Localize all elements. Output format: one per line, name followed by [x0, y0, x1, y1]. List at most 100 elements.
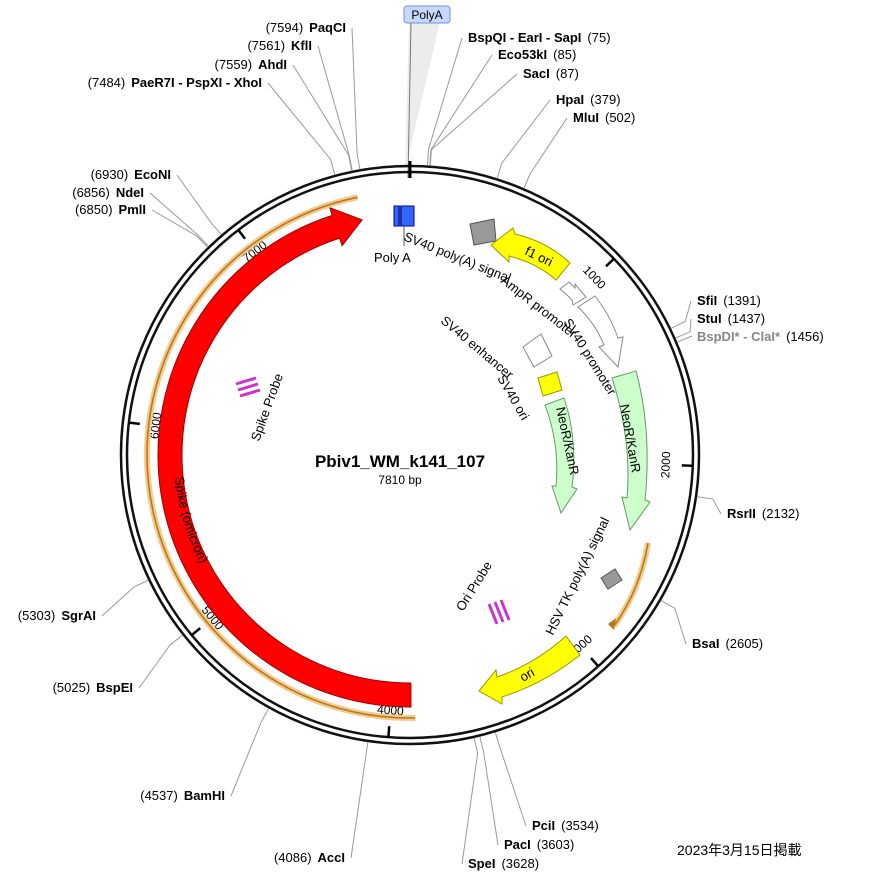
site-label[interactable]: (6856)NdeI: [72, 185, 144, 200]
tick-label: 2000: [658, 451, 673, 479]
feature-sv40-polya[interactable]: SV40 poly(A) signal: [402, 218, 514, 286]
sv40-polya-box: [469, 218, 497, 246]
spike-probe-label: Spike Probe: [248, 371, 286, 443]
tick-mark: [590, 657, 600, 668]
plasmid-name: Pbiv1_WM_k141_107: [315, 452, 485, 471]
site-label[interactable]: HpaI(379): [556, 92, 621, 107]
site-label[interactable]: SpeI(3628): [468, 856, 539, 871]
ori-probe-bar-3: [499, 599, 511, 621]
ori-probe-bar-1: [487, 603, 499, 625]
site-label[interactable]: BspDI* - ClaI*(1456): [697, 329, 824, 344]
tick-mark: [237, 229, 247, 240]
site-leader: [138, 634, 183, 689]
polya-blue-box: [393, 205, 415, 227]
sv40-promoter-arrow: [577, 295, 624, 369]
feature-sv40-enhancer[interactable]: SV40 enhancer: [438, 313, 553, 383]
ori-arrow: [478, 635, 581, 705]
sv40-enhancer-box: [522, 333, 553, 368]
site-label[interactable]: MluI(502): [573, 110, 635, 125]
tick-label: 1000: [580, 263, 609, 292]
polya-blue-stripe: [398, 206, 402, 226]
site-label[interactable]: StuI(1437): [697, 311, 765, 326]
feature-polya-blue[interactable]: Poly A: [374, 205, 415, 265]
tick-mark: [387, 726, 391, 738]
site-label[interactable]: (7594)PaqCI: [266, 20, 346, 35]
site-label[interactable]: (5303)SgrAI: [18, 608, 96, 623]
neor-outer-arrow: [611, 370, 651, 532]
site-label[interactable]: (7484)PaeR7I - PspXI - XhoI: [88, 75, 262, 90]
tick-mark: [128, 421, 140, 426]
f1-ori-arrow: [490, 227, 571, 281]
site-label[interactable]: RsrII(2132): [727, 506, 799, 521]
site-leader: [317, 45, 353, 171]
site-leader: [151, 209, 208, 248]
site-leader: [176, 174, 222, 236]
site-leader: [696, 496, 722, 515]
site-label[interactable]: BspQI - EarI - SapI(75): [468, 30, 611, 45]
site-label[interactable]: (7559)AhdI: [215, 57, 287, 72]
spike-highlight-line: [146, 196, 416, 719]
ori-highlight: [611, 542, 651, 628]
site-label[interactable]: (5025)BspEI: [53, 680, 133, 695]
site-leader: [461, 737, 479, 865]
site-leader: [675, 318, 692, 339]
feature-neor-outer[interactable]: NeoR/KanR: [611, 370, 651, 532]
feature-ori-probe[interactable]: Ori Probe: [453, 558, 511, 625]
site-label[interactable]: Eco53kI(85): [498, 47, 576, 62]
hsv-tk-polya-box: [600, 568, 623, 590]
site-leader: [149, 192, 210, 247]
feature-spike-probe[interactable]: Spike Probe: [235, 371, 286, 443]
site-leader: [426, 37, 463, 166]
site-leader: [660, 599, 687, 645]
site-leader: [101, 579, 149, 617]
spike-arc: [157, 206, 412, 708]
ori-probe-bar-2: [493, 601, 505, 623]
sv40-enhancer-label: SV40 enhancer: [438, 313, 517, 383]
feature-ori[interactable]: ori: [478, 635, 581, 705]
site-label[interactable]: PciI(3534): [532, 818, 599, 833]
polya-flag-box: [403, 5, 451, 24]
site-leader: [429, 73, 518, 166]
site-leader: [496, 99, 551, 179]
feature-f1-ori[interactable]: f1 ori: [490, 227, 571, 281]
site-layer: BspQI - EarI - SapI(75) Eco53kI(85) SacI(8…: [18, 20, 824, 871]
date-stamp: 2023年3月15日掲載: [677, 842, 802, 858]
feature-hsv-tk-polya[interactable]: HSV TK poly(A) signal: [542, 515, 623, 638]
feature-neor-inner[interactable]: NeoR/KanR: [544, 397, 582, 515]
hsv-tk-polya-label: HSV TK poly(A) signal: [542, 515, 612, 638]
spike-probe-bar-1: [235, 376, 257, 386]
sv40-ori-label: SV40 ori: [494, 372, 532, 423]
site-leader: [230, 708, 270, 797]
sv40-ori-box: [537, 371, 563, 397]
site-label[interactable]: BsaI(2605): [692, 636, 763, 651]
neor-inner-arrow: [544, 397, 578, 515]
site-label[interactable]: (4086)AccI: [274, 850, 345, 865]
ori-highlight-arrowhead: [608, 618, 616, 630]
site-leader: [350, 741, 369, 859]
site-label[interactable]: (6850)PmlI: [75, 202, 146, 217]
site-leader: [523, 117, 568, 189]
polya-flag-label: PolyA: [411, 8, 442, 22]
site-leader: [351, 27, 361, 170]
spike-probe-bar-2: [237, 382, 259, 392]
polya-flag-leader: [407, 21, 412, 179]
site-leader: [429, 54, 493, 166]
ori-highlight-line: [613, 542, 649, 627]
ori-label: ori: [517, 664, 537, 684]
site-leader: [479, 736, 499, 846]
tick-mark: [605, 257, 615, 268]
site-label[interactable]: SacI(87): [523, 66, 579, 81]
site-label[interactable]: (4537)BamHI: [140, 788, 225, 803]
ampr-promoter-arrow: [559, 281, 587, 306]
site-leader: [494, 732, 527, 827]
polya-blue-label: Poly A: [374, 250, 411, 265]
site-label[interactable]: PacI(3603): [504, 837, 574, 852]
site-label[interactable]: (7561)KflI: [247, 38, 312, 53]
polya-flag-pointer: [405, 22, 440, 170]
site-leader: [292, 64, 353, 171]
polya-flag[interactable]: PolyA: [403, 5, 451, 179]
site-label[interactable]: SfiI(1391): [697, 293, 761, 308]
site-label[interactable]: (6930)EcoNI: [91, 167, 171, 182]
